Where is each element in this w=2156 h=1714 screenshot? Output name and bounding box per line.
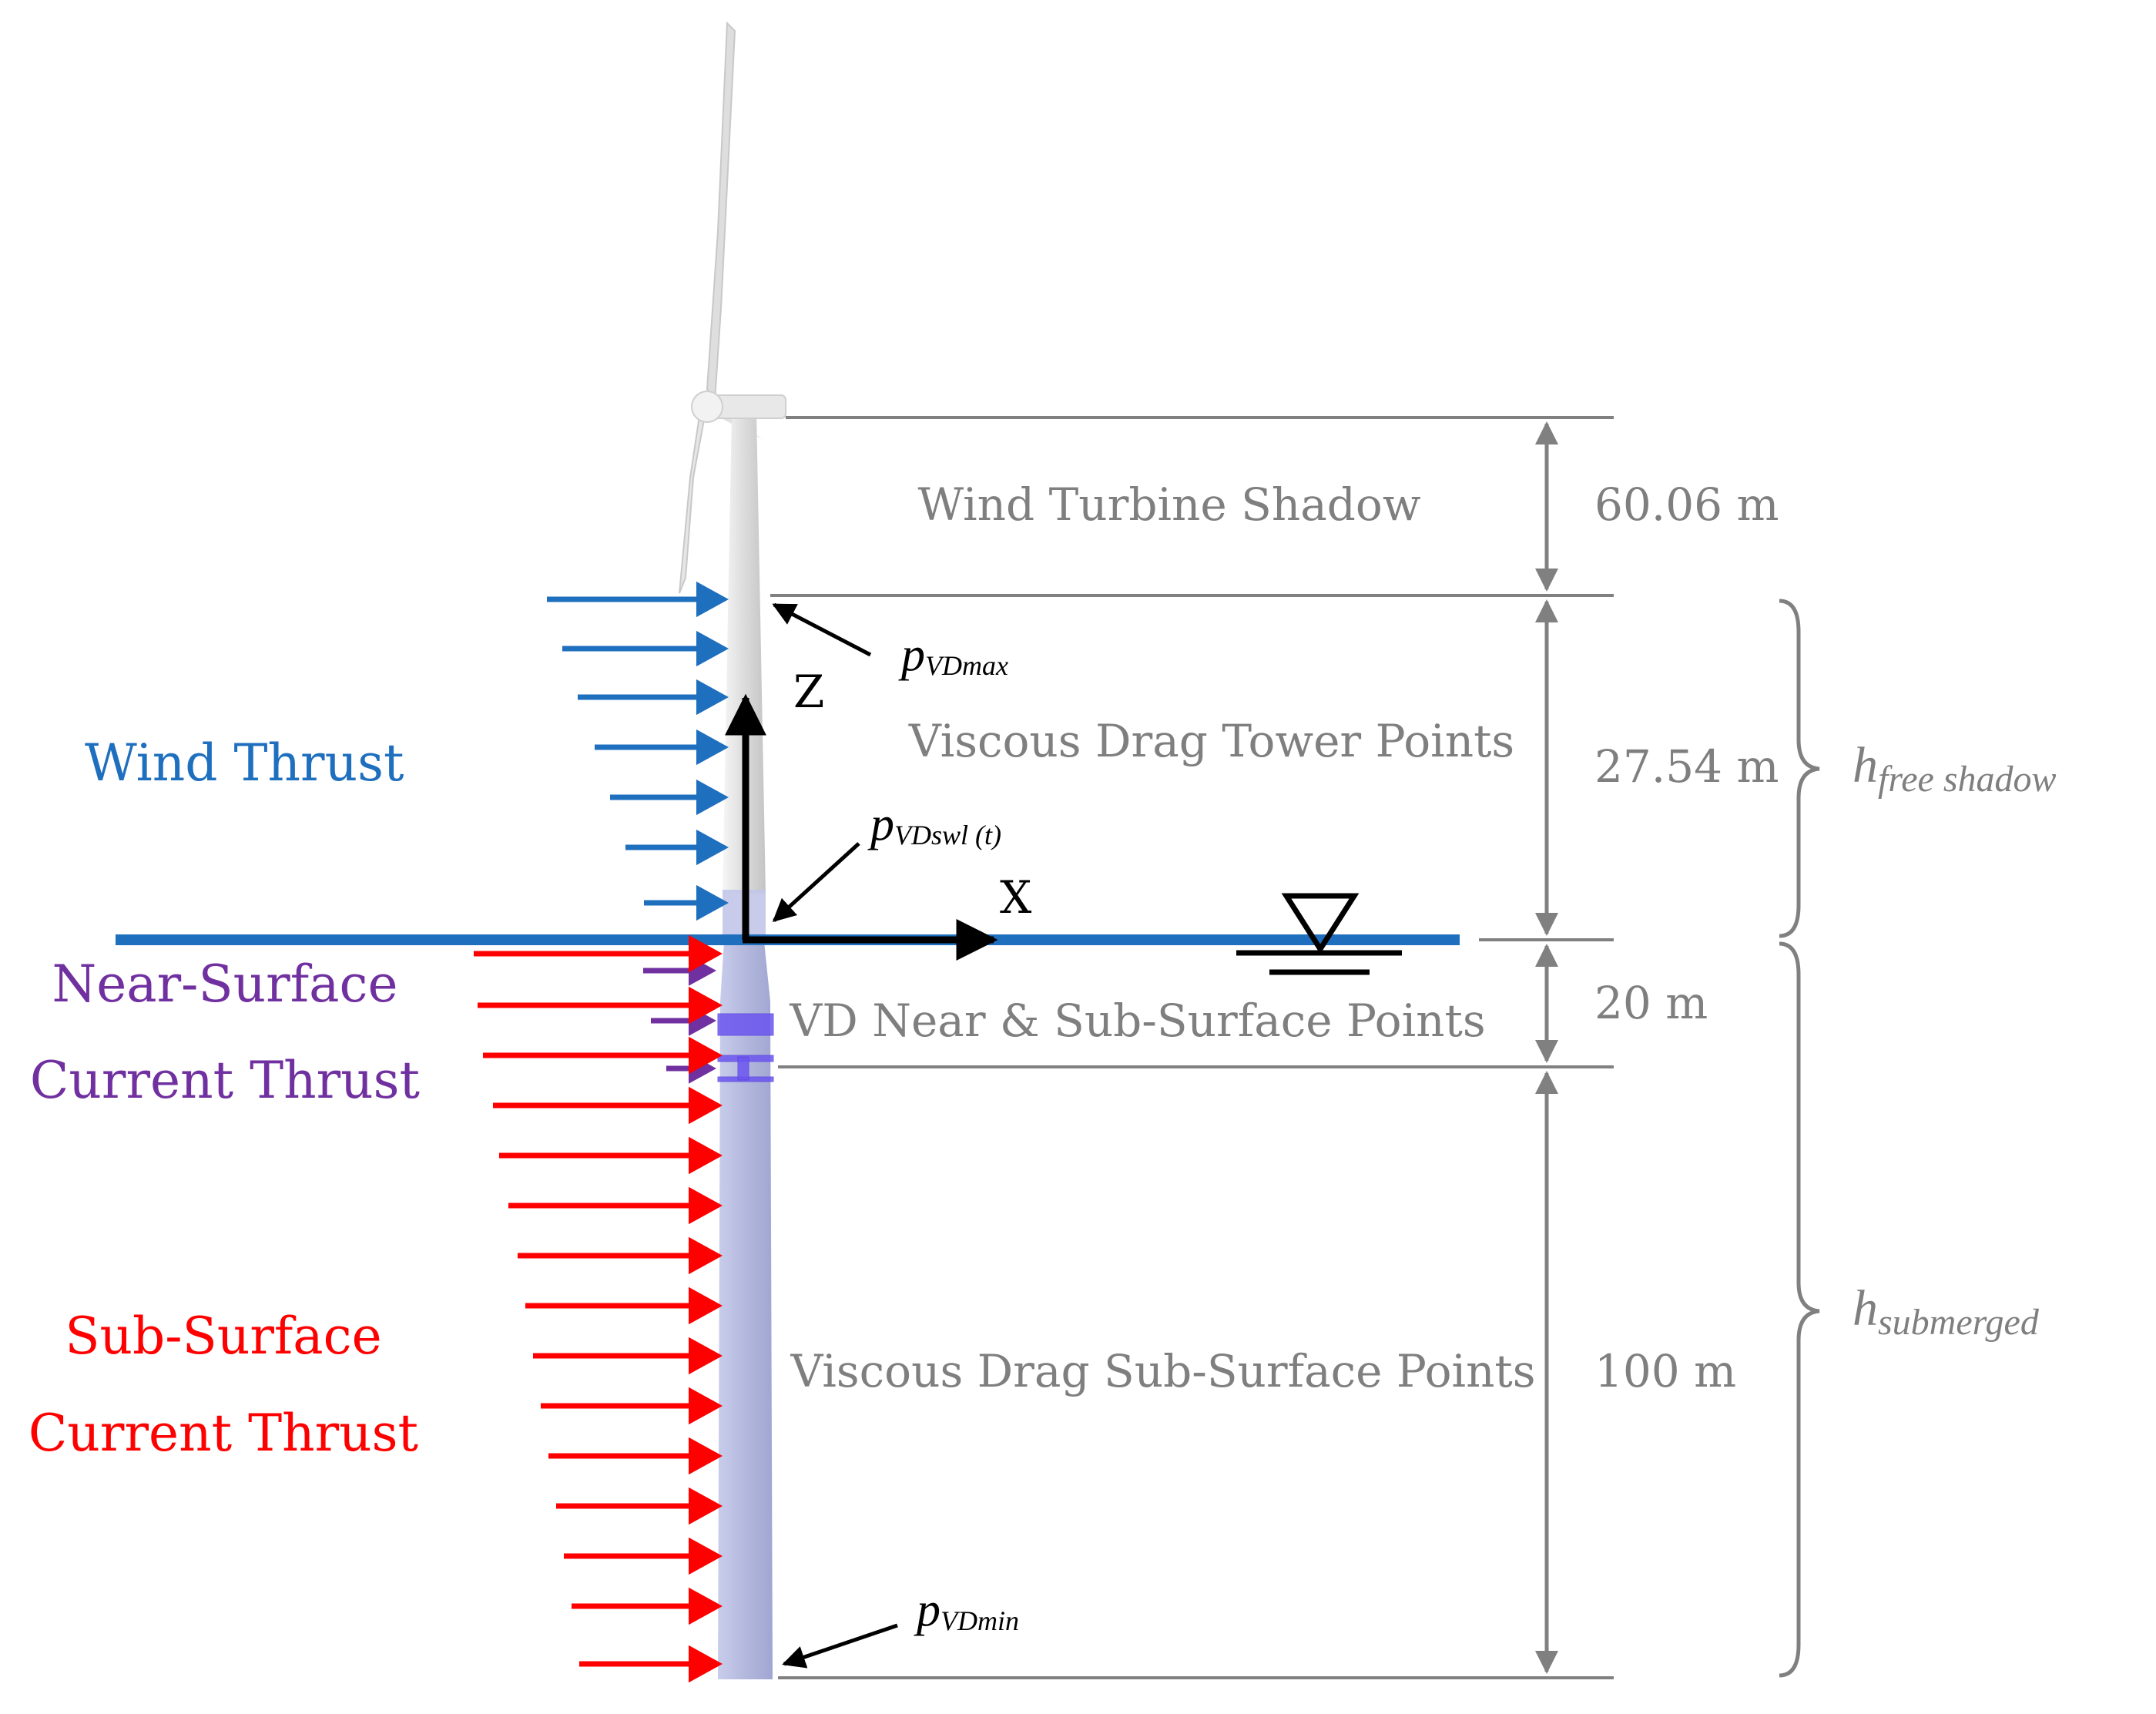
dimension-near-value: 20 m [1594, 977, 1708, 1029]
sub-surface-label-line1: Sub-Surface [65, 1306, 381, 1366]
dimension-shadow-value: 60.06 m [1594, 478, 1779, 531]
sub-surface-arrow [572, 1587, 723, 1625]
region-near-label: VD Near & Sub-Surface Points [789, 995, 1485, 1047]
wind-turbine [679, 21, 786, 1679]
region-sub-label: Viscous Drag Sub-Surface Points [790, 1345, 1536, 1397]
sub-surface-arrow [493, 1086, 723, 1125]
wind-arrow [547, 581, 729, 618]
water-level-symbol [1236, 893, 1402, 975]
point-vd-max-label: pVDmax [898, 629, 1008, 681]
h-free-shadow-label: hfree shadow [1853, 737, 2057, 800]
sub-surface-label-line2: Current Thrust [29, 1404, 418, 1463]
near-surface-point-markers [717, 1013, 774, 1082]
free-shadow-brace [1779, 599, 1820, 938]
sub-surface-arrow [518, 1236, 723, 1275]
wind-thrust-label: Wind Thrust [85, 733, 404, 793]
rotor-blade-up [706, 21, 736, 404]
sub-surface-arrow [483, 1036, 723, 1075]
region-tower-label: Viscous Drag Tower Points [908, 715, 1514, 767]
point-vd-swl-label: pVDswl (t) [867, 798, 1001, 850]
sub-surface-arrow [499, 1136, 723, 1175]
sub-surface-arrow [541, 1387, 723, 1425]
z-axis-label: Z [793, 666, 824, 718]
wind-thrust-arrows [547, 581, 729, 921]
monopile-submerged [718, 941, 773, 1679]
wind-arrow [644, 884, 729, 921]
wind-arrow [595, 729, 729, 766]
right-braces [1779, 599, 1820, 1678]
wind-arrow [610, 779, 729, 816]
sub-surface-arrow [508, 1186, 723, 1225]
sub-surface-arrow [525, 1286, 723, 1325]
sub-surface-arrow [533, 1337, 723, 1375]
point-vd-min-label: pVDmin [914, 1584, 1019, 1636]
dimension-tower-value: 27.54 m [1594, 740, 1779, 793]
turbine-tower [723, 412, 766, 894]
sub-surface-arrow [556, 1487, 723, 1525]
region-shadow-label: Wind Turbine Shadow [918, 478, 1421, 531]
sub-surface-arrow [579, 1645, 723, 1683]
sub-surface-arrow [564, 1537, 723, 1575]
wind-arrow [578, 679, 729, 716]
hub [691, 391, 723, 423]
h-submerged-label: hsubmerged [1853, 1280, 2040, 1343]
dimension-sub-value: 100 m [1594, 1345, 1736, 1397]
region-boundaries [770, 416, 1614, 1679]
sub-surface-arrow [474, 934, 723, 973]
rotor-blade-down [679, 414, 706, 594]
sub-surface-arrow [478, 986, 723, 1025]
wind-arrow [625, 829, 729, 866]
wind-arrow [562, 630, 729, 667]
near-surface-label-line1: Near-Surface [52, 954, 397, 1014]
sub-surface-arrow [548, 1437, 723, 1475]
submerged-brace [1779, 941, 1820, 1678]
coordinate-axes: Z X [725, 666, 1032, 961]
sub-surface-current-arrows [474, 934, 723, 1683]
near-surface-label-line2: Current Thrust [30, 1051, 420, 1110]
point-annotations: pVDmax pVDswl (t) pVDmin [772, 602, 1019, 1669]
x-axis-label: X [1000, 871, 1032, 924]
